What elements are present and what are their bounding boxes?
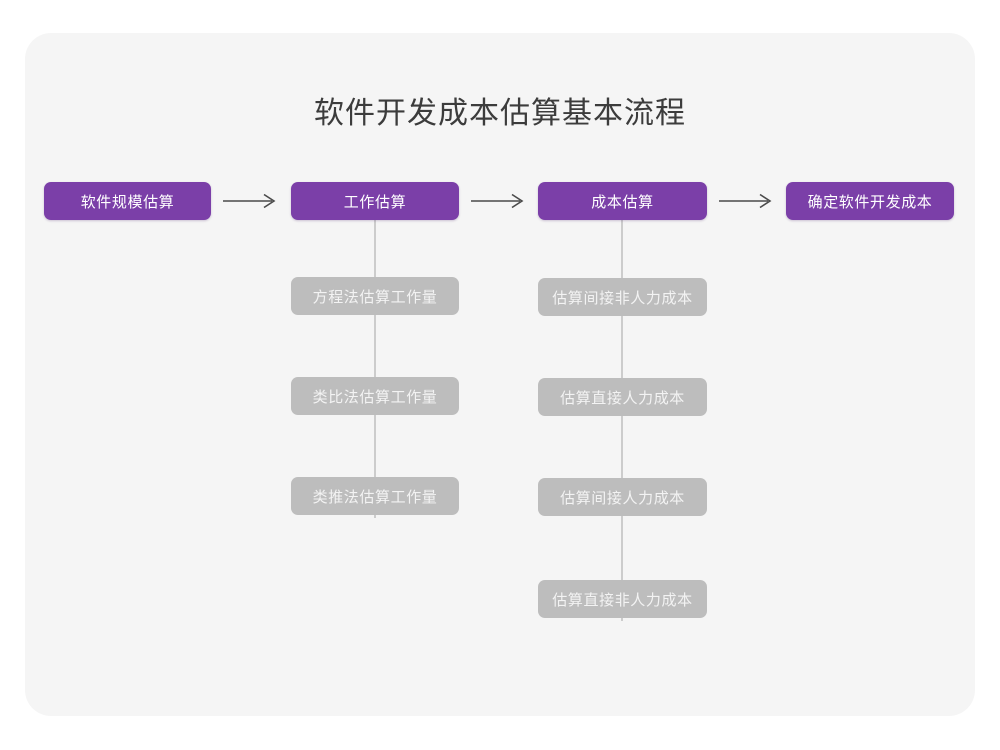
node-inference-method-effort[interactable]: 类推法估算工作量 [291, 477, 459, 515]
node-direct-nonlabor-cost[interactable]: 估算直接非人力成本 [538, 580, 707, 618]
node-direct-labor-cost[interactable]: 估算直接人力成本 [538, 378, 707, 416]
node-cost-estimation[interactable]: 成本估算 [538, 182, 707, 220]
right-arrow-icon [718, 186, 776, 216]
connector-line-effort [374, 218, 376, 518]
node-determine-development-cost[interactable]: 确定软件开发成本 [786, 182, 954, 220]
node-effort-estimation[interactable]: 工作估算 [291, 182, 459, 220]
node-software-size-estimation[interactable]: 软件规模估算 [44, 182, 211, 220]
diagram-card-background [25, 33, 975, 716]
node-analogy-method-effort[interactable]: 类比法估算工作量 [291, 377, 459, 415]
node-indirect-labor-cost[interactable]: 估算间接人力成本 [538, 478, 707, 516]
node-indirect-nonlabor-cost[interactable]: 估算间接非人力成本 [538, 278, 707, 316]
node-equation-method-effort[interactable]: 方程法估算工作量 [291, 277, 459, 315]
right-arrow-icon [222, 186, 280, 216]
connector-line-cost [621, 218, 623, 621]
page-title: 软件开发成本估算基本流程 [314, 97, 686, 130]
right-arrow-icon [470, 186, 528, 216]
